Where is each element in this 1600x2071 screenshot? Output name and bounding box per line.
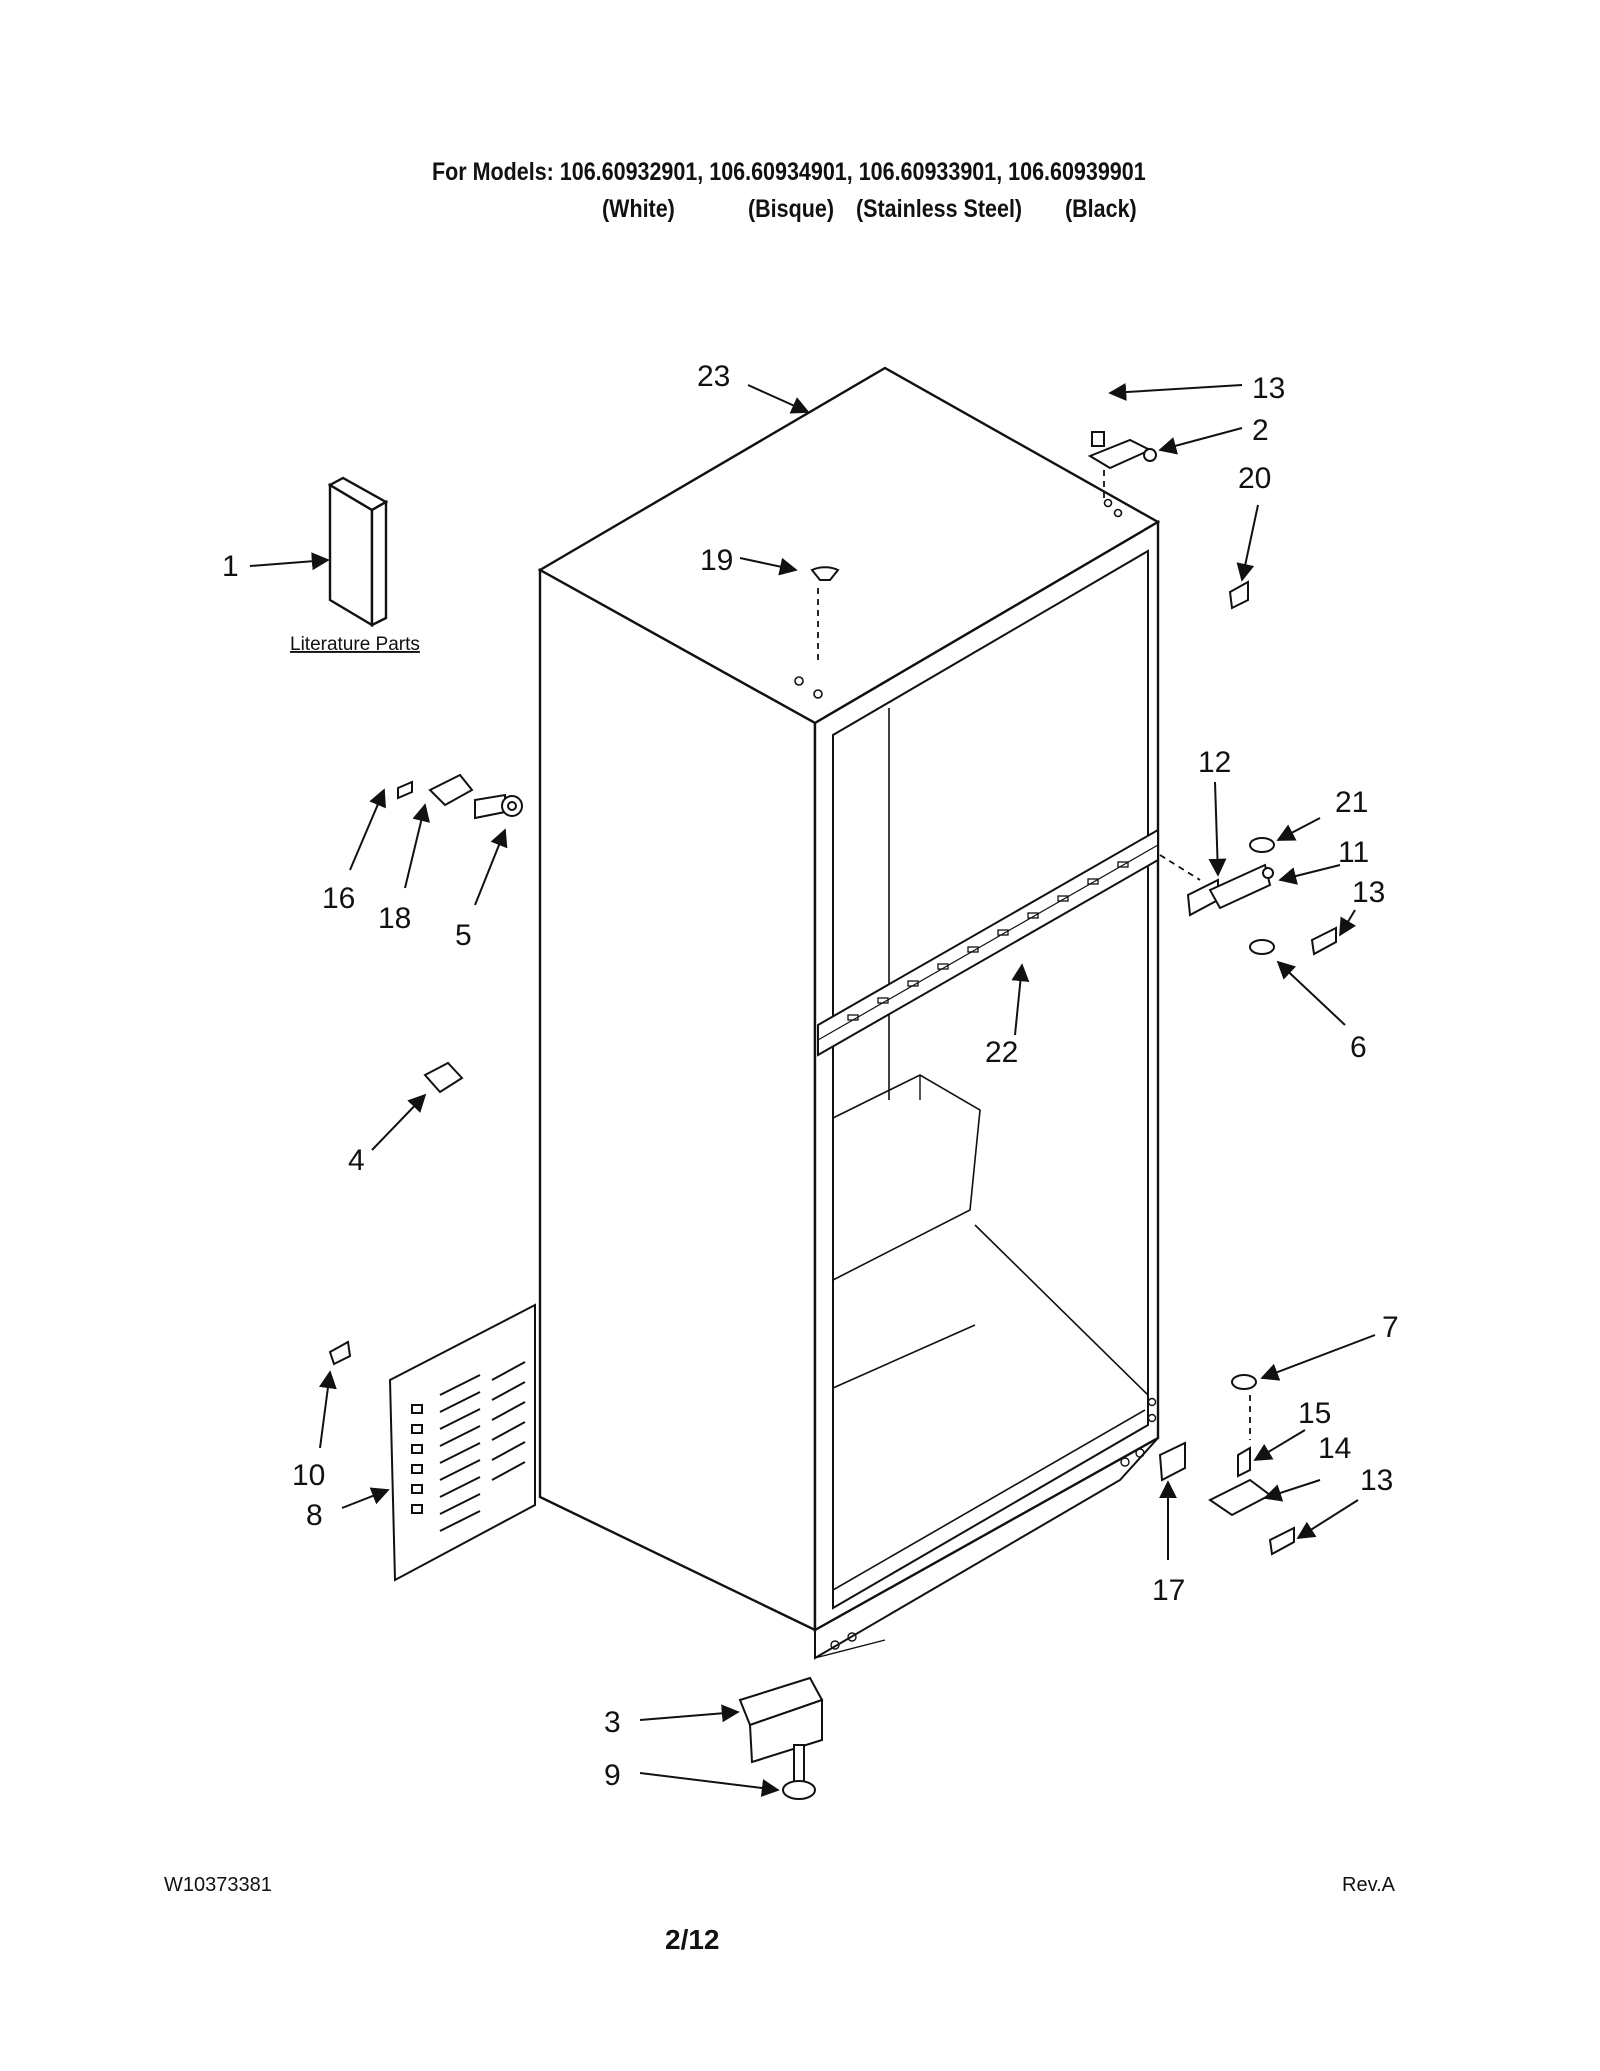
color-bisque-label: (Bisque) (748, 195, 834, 223)
literature-parts-label: Literature Parts (290, 634, 420, 655)
callout-13-middle: 13 (1352, 876, 1385, 909)
color-stainless-label: (Stainless Steel) (856, 195, 1023, 223)
callout-19: 19 (700, 544, 733, 577)
callout-13-bottom: 13 (1360, 1464, 1393, 1497)
page-number: 2/12 (665, 1924, 720, 1955)
literature-parts-book (327, 476, 389, 628)
callout-7: 7 (1382, 1311, 1399, 1344)
callout-16: 16 (322, 882, 355, 915)
crossbar-slots (847, 861, 1129, 1021)
callout-23: 23 (697, 360, 730, 393)
revision-label: Rev.A (1342, 1874, 1395, 1896)
callout-2: 2 (1252, 414, 1269, 447)
callout-5: 5 (455, 919, 472, 952)
callout-12: 12 (1198, 746, 1231, 779)
color-white-label: (White) (602, 195, 675, 223)
callout-6: 6 (1350, 1031, 1367, 1064)
lower-access-panel (388, 1303, 536, 1582)
callout-13-top: 13 (1252, 372, 1285, 405)
callout-18: 18 (378, 902, 411, 935)
color-black-label: (Black) (1065, 195, 1137, 223)
leader-arrows (249, 383, 1376, 1797)
document-number: W10373381 (164, 1874, 272, 1896)
callout-8: 8 (306, 1499, 323, 1532)
callout-11: 11 (1338, 836, 1369, 869)
callout-9: 9 (604, 1759, 621, 1792)
callout-1: 1 (222, 550, 239, 583)
callout-22: 22 (985, 1036, 1018, 1069)
callout-21: 21 (1335, 786, 1368, 819)
callout-4: 4 (348, 1144, 365, 1177)
models-header: For Models: 106.60932901, 106.60934901, … (432, 158, 1146, 186)
refrigerator-cabinet (537, 366, 1161, 1660)
callout-14: 14 (1318, 1432, 1351, 1465)
callout-15: 15 (1298, 1397, 1331, 1430)
callout-10: 10 (292, 1459, 325, 1492)
assembly-dashed-lines (817, 470, 1251, 1440)
callout-3: 3 (604, 1706, 621, 1739)
hinge-hardware (328, 431, 1337, 1800)
callout-17: 17 (1152, 1574, 1185, 1607)
callout-20: 20 (1238, 462, 1271, 495)
